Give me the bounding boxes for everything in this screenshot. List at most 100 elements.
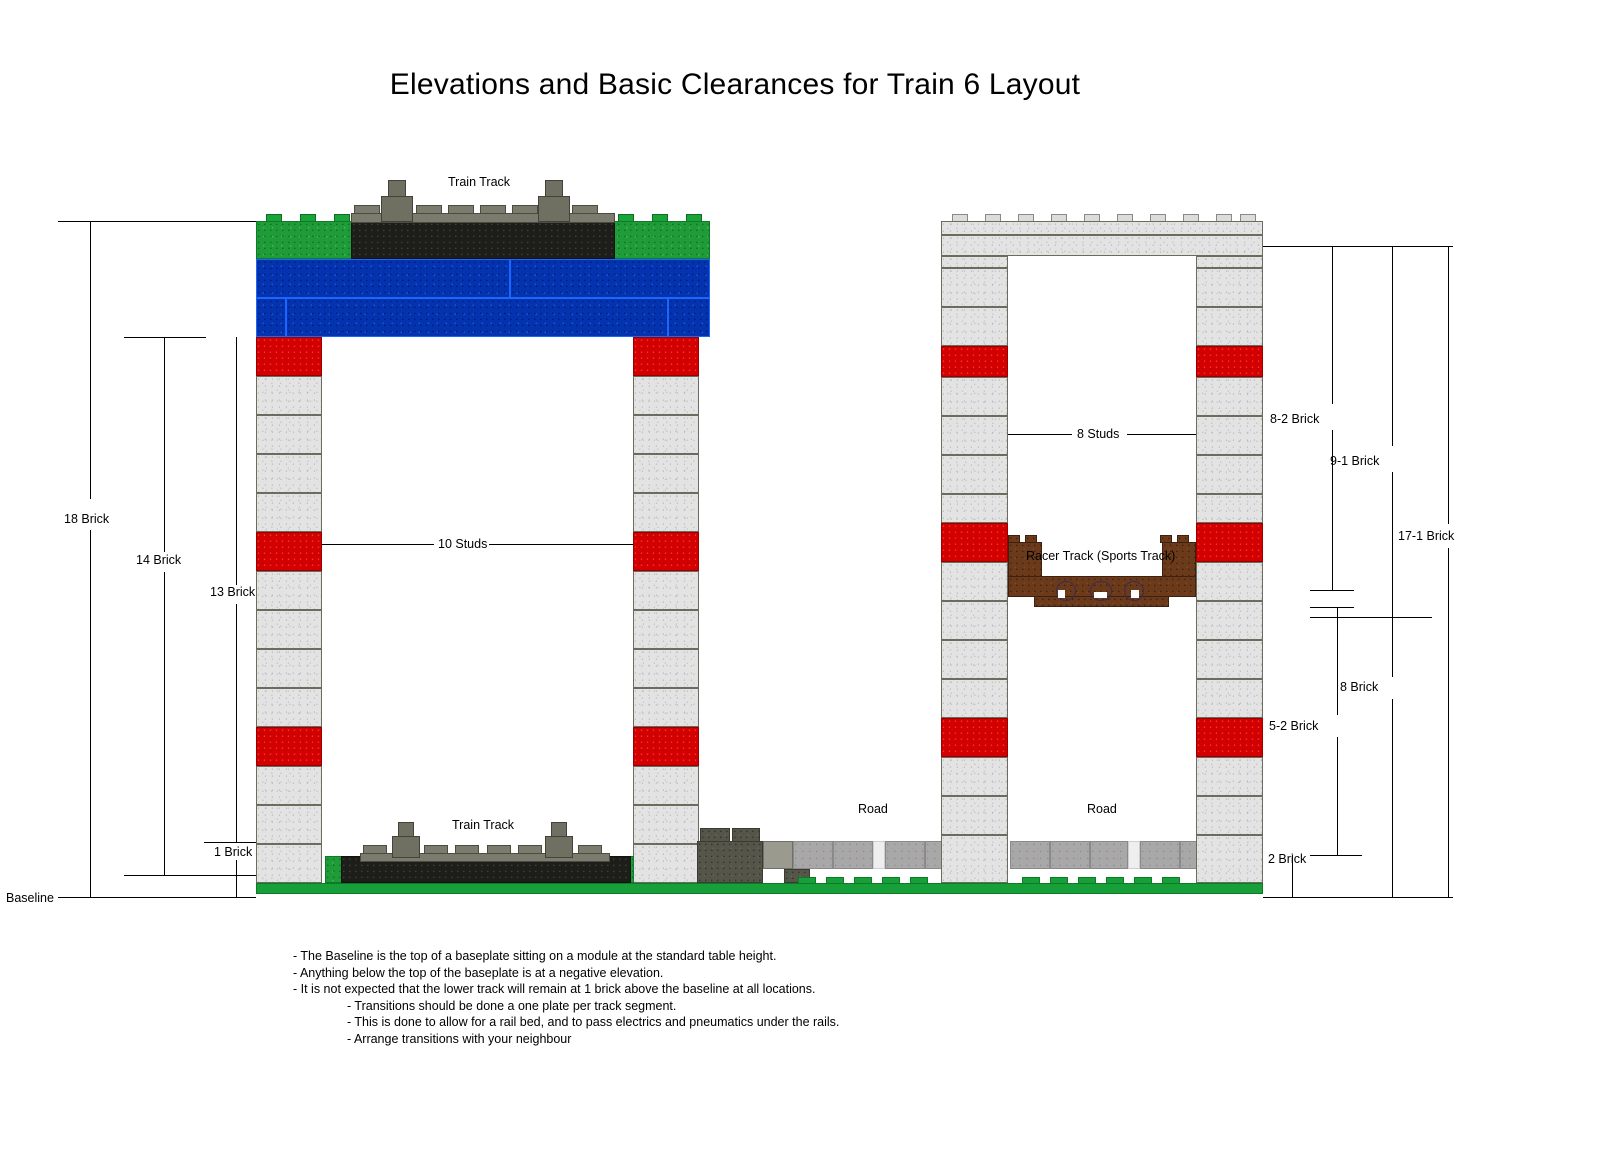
racer-track-hole [1056,581,1076,601]
column-brick [1196,718,1263,757]
note-line: - Arrange transitions with your neighbou… [347,1031,572,1046]
baseplate-stud [798,877,816,884]
note-line: - This is done to allow for a rail bed, … [347,1015,840,1030]
column-brick [256,727,322,766]
label-road-left: Road [858,802,888,816]
column-brick [1196,640,1263,679]
dimension-label-1-brick: 1 Brick [214,845,253,859]
baseplate-stud [1078,877,1096,884]
column-brick [256,766,322,805]
column-brick [941,256,1008,268]
column-brick [633,688,699,727]
rail-post-base [392,836,420,858]
column-brick [941,835,1008,883]
racer-track-hole-fill [1058,590,1065,598]
column-brick [256,532,322,571]
column-brick [941,307,1008,346]
column-brick [256,571,322,610]
road-segment [793,841,833,869]
racer-track-hole [1090,581,1112,601]
column-brick [633,532,699,571]
column-brick [256,493,322,532]
lintel-brick [941,235,1263,256]
column-brick [256,844,322,883]
column-brick [633,337,699,376]
dimension-label-14-brick: 14 Brick [136,553,182,567]
note-line: - Anything below the top of the baseplat… [293,965,664,980]
baseplate-stud [910,877,928,884]
dimension-label-17-1-brick: 17-1 Brick [1398,529,1455,543]
column-brick [256,454,322,493]
blue-girder [510,259,710,298]
column-brick [633,376,699,415]
column-brick [256,337,322,376]
baseplate-stud [1134,877,1152,884]
column-brick [1196,416,1263,455]
column-brick [1196,562,1263,601]
column-brick [256,610,322,649]
blue-girder [256,298,286,337]
column-brick [633,805,699,844]
column-brick [633,610,699,649]
column-brick [256,649,322,688]
racer-track-hole-fill [1094,592,1107,598]
road-segment [833,841,873,869]
column-brick [256,376,322,415]
column-brick [941,377,1008,416]
column-brick [941,757,1008,796]
column-brick [941,416,1008,455]
road-vehicle-block [732,828,760,842]
column-brick [941,494,1008,523]
column-brick [1196,307,1263,346]
column-brick [633,454,699,493]
label-10-studs: 10 Studs [438,537,488,551]
baseplate-stud [882,877,900,884]
column-brick [1196,268,1263,307]
dimension-label-18-brick: 18 Brick [64,512,110,526]
track-bed-upper [351,221,615,259]
column-brick [941,268,1008,307]
column-brick [941,455,1008,494]
racer-track-hole-fill [1131,590,1139,598]
baseplate-stud [826,877,844,884]
column-brick [633,415,699,454]
column-brick [633,844,699,883]
label-road-right: Road [1087,802,1117,816]
dimension-label-5-2-brick: 5-2 Brick [1269,719,1319,733]
column-brick [1196,523,1263,562]
road-lane-marking [1128,841,1140,869]
road-lane-marking [873,841,885,869]
road-end-block [763,841,793,869]
label-baseline: Baseline [6,891,54,905]
lintel-brick [941,221,1263,235]
baseplate-stud [854,877,872,884]
column-brick [1196,601,1263,640]
road-segment [1090,841,1128,869]
note-line: - The Baseline is the top of a baseplate… [293,949,777,963]
green-deck-right [610,221,710,259]
road-segment [1140,841,1180,869]
label-racer-track: Racer Track (Sports Track) [1026,549,1176,563]
column-brick [1196,346,1263,377]
notes-block: - The Baseline is the top of a baseplate… [293,948,839,1048]
column-brick [256,805,322,844]
column-brick [1196,455,1263,494]
column-brick [1196,796,1263,835]
rail-post-base [545,836,573,858]
column-brick [941,679,1008,718]
column-brick [256,415,322,454]
road-segment [1010,841,1050,869]
note-line: - Transitions should be done a one plate… [347,998,677,1013]
baseplate-stud [1106,877,1124,884]
column-brick [941,523,1008,562]
column-brick [941,562,1008,601]
road-vehicle [697,841,763,883]
dimension-label-2-brick: 2 Brick [1268,852,1307,866]
road-vehicle-block [700,828,730,842]
baseplate-stud [1162,877,1180,884]
rail-post-base [381,196,413,222]
road-segment [1180,841,1197,869]
dimension-label-8-brick: 8 Brick [1340,680,1379,694]
column-brick [941,718,1008,757]
